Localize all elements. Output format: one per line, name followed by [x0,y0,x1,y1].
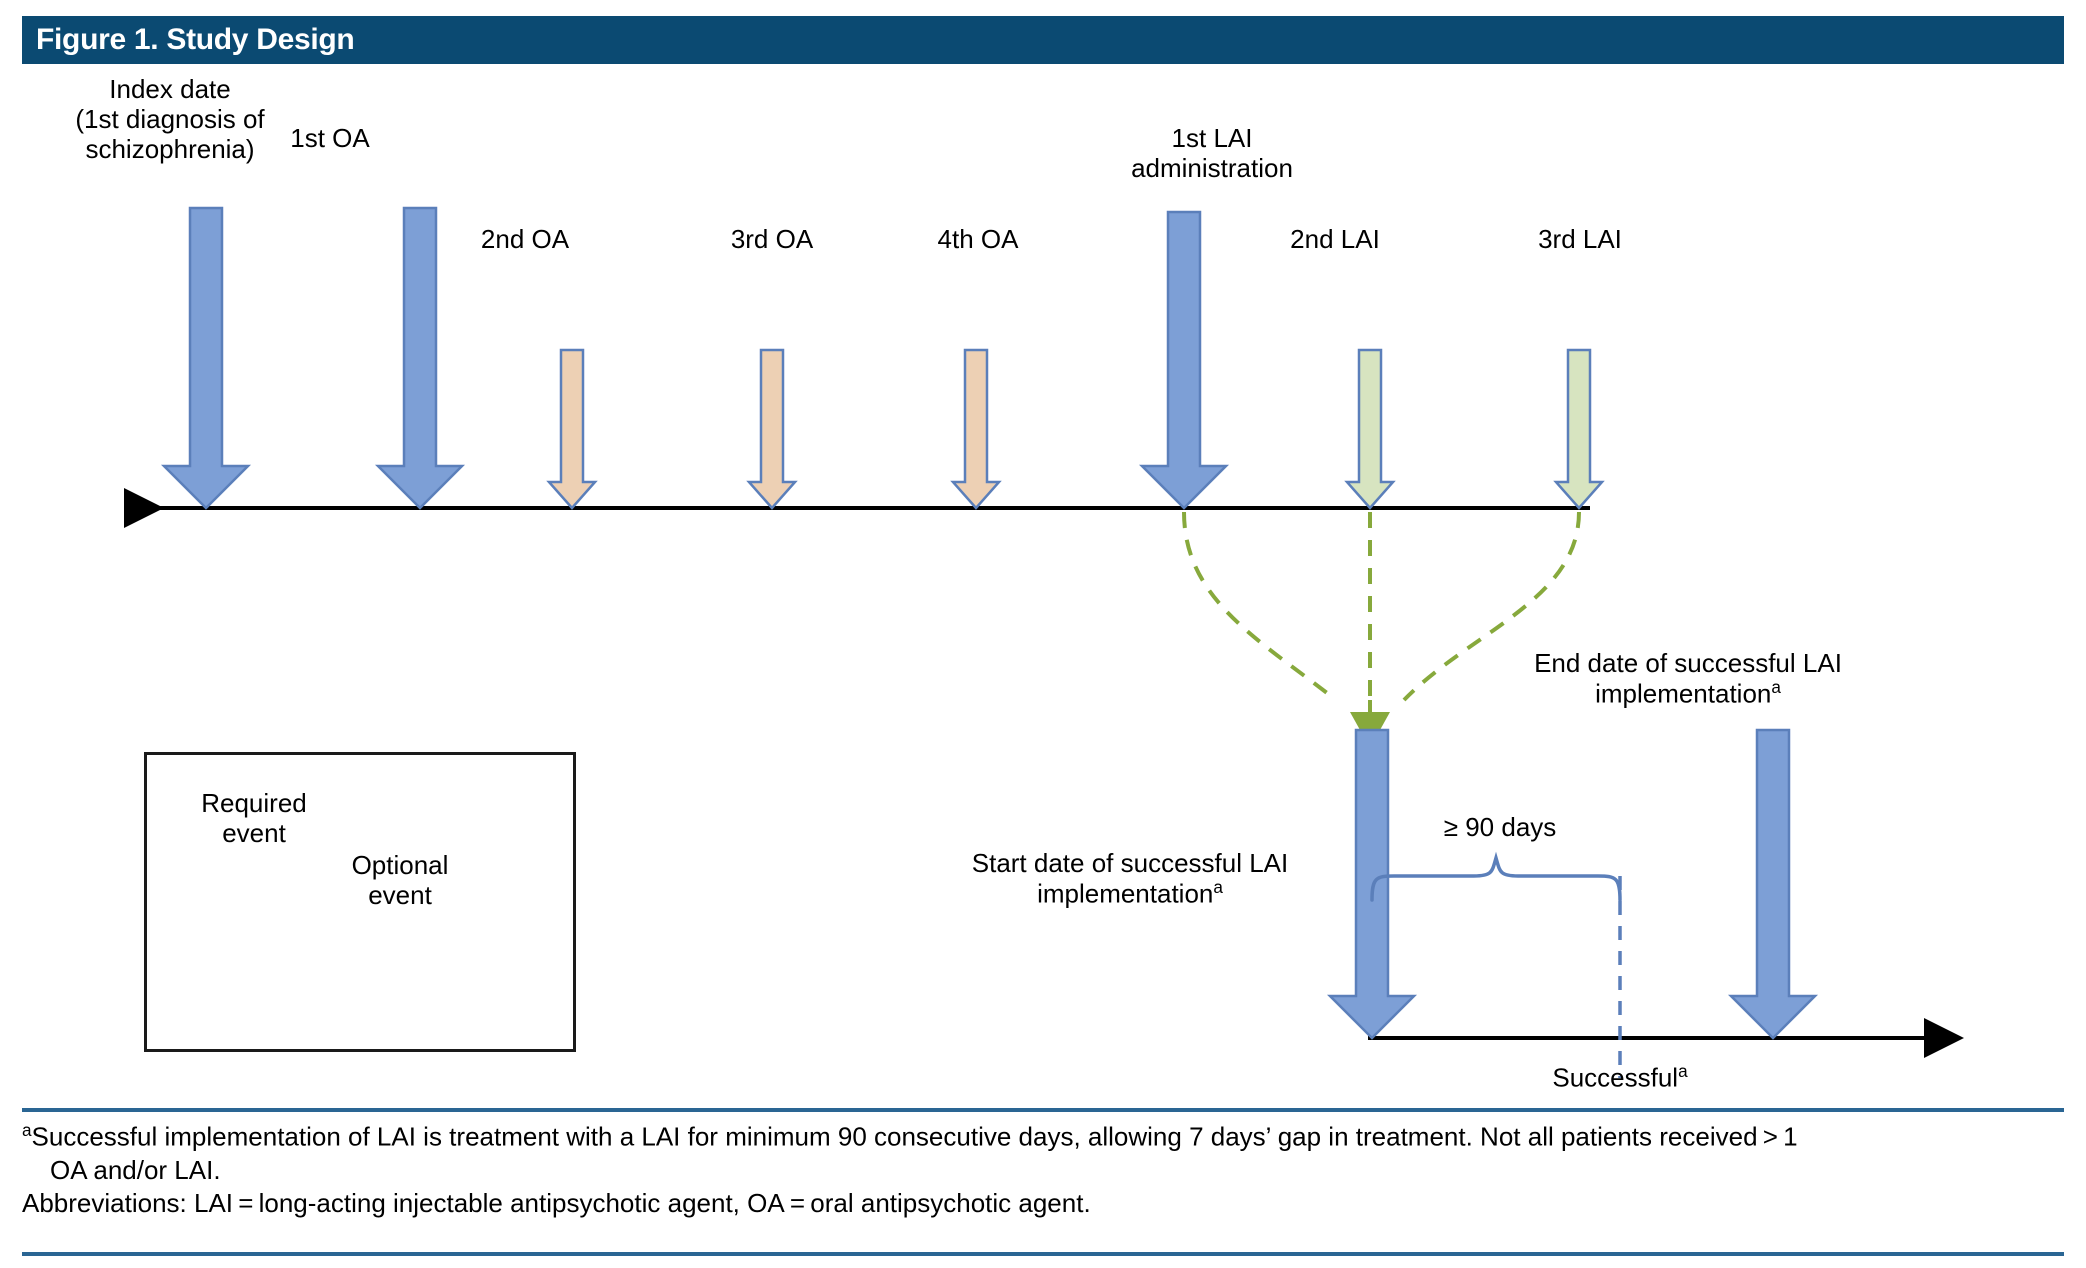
arrow-third-lai [1553,348,1605,510]
footnote-line-3: Abbreviations: LAI = long-acting injecta… [22,1188,1091,1219]
footnote-line-1: aSuccessful implementation of LAI is tre… [22,1120,2068,1154]
legend-box [144,752,576,1052]
label-end-date-text: End date of successful LAI implementatio… [1534,648,1842,709]
arrow-second-lai [1344,348,1396,510]
dashed-curve-from-first-lai [1182,511,1338,702]
footnote-rule-top [22,1108,2064,1112]
label-first-lai: 1st LAI administration [1131,123,1293,184]
label-duration-90-days: ≥ 90 days [1443,812,1557,842]
label-first-oa: 1st OA [290,123,370,153]
page-title: Figure 1. Study Design [36,23,355,56]
footnote-rule-bottom [22,1252,2064,1256]
label-successful-text: Successful [1552,1062,1679,1093]
arrow-index-date [160,206,252,510]
footnote-line-1-text: Successful implementation of LAI is trea… [31,1121,1798,1152]
label-third-lai: 3rd LAI [1538,224,1622,254]
label-second-oa: 2nd OA [480,224,570,254]
label-second-lai: 2nd LAI [1290,224,1380,254]
footnote-marker-end: a [1771,677,1781,698]
arrow-start-date-successful-lai [1326,728,1418,1040]
duration-brace [1370,851,1622,902]
label-start-date-successful-lai: Start date of successful LAI implementat… [960,848,1300,909]
footnote-marker-start: a [1213,877,1223,898]
arrow-fourth-oa [950,348,1002,510]
label-third-oa: 3rd OA [730,224,814,254]
figure-title-bar: Figure 1. Study Design [22,16,2064,64]
label-start-date-text: Start date of successful LAI implementat… [971,848,1289,909]
arrow-first-lai [1138,210,1230,510]
legend-label-required: Required event [201,788,307,849]
footnote-line-2: OA and/or LAI. [50,1154,221,1185]
arrow-third-oa [746,348,798,510]
legend-label-optional: Optional event [351,850,449,911]
footnote-marker-successful: a [1678,1061,1688,1081]
label-successful: Successfula [1500,1061,1740,1093]
footnote-block: aSuccessful implementation of LAI is tre… [22,1120,2068,1220]
arrow-second-oa [546,348,598,510]
footnote-marker-a: a [22,1120,32,1140]
label-fourth-oa: 4th OA [937,224,1019,254]
label-end-date-successful-lai: End date of successful LAI implementatio… [1478,648,1898,709]
label-index-date: Index date (1st diagnosis of schizophren… [75,74,265,165]
arrow-end-date-successful-lai [1727,728,1819,1040]
